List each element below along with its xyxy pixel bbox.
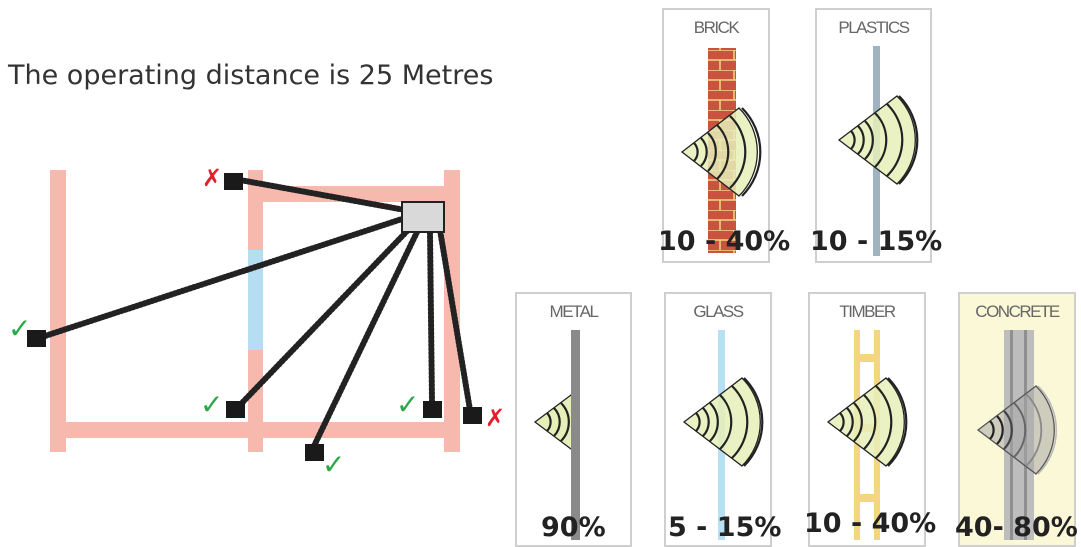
check-mark: ✓ [396,388,419,421]
cross-mark: ✗ [202,164,222,192]
concrete-illustration [976,330,1058,540]
material-label-metal: METAL [549,302,599,321]
window-pane [248,250,263,350]
brick-illustration [680,48,762,253]
receiver-outer-right [463,407,482,424]
material-label-brick: BRICK [693,18,740,37]
check-mark: ✓ [200,388,223,421]
metal-illustration [533,330,580,540]
signal-path [437,227,473,413]
attenuation-brick: 10 - 40% [658,226,791,257]
attenuation-metal: 90% [541,512,606,543]
signal-wave-icon [976,385,1055,475]
floor-plan: ✗ ✓ ✓ ✓ ✓ ✗ [8,164,505,481]
receiver-top [224,173,243,190]
material-panel-concrete: CONCRETE [958,292,1076,547]
signal-path [311,227,421,449]
signal-path [427,229,435,405]
material-label-glass: GLASS [693,302,744,321]
wall-bottom [50,422,460,438]
attenuation-concrete: 40- 80% [955,512,1078,543]
material-panel-plastics: PLASTICS [815,8,932,263]
signal-wave-icon [826,377,905,467]
attenuation-plastics: 10 - 15% [810,226,943,257]
signal-path [237,177,408,213]
cross-mark: ✗ [485,404,505,432]
attenuation-timber: 10 - 40% [804,508,937,539]
check-mark: ✓ [322,448,345,481]
wall-left-outer [50,170,66,452]
receiver-middle [226,401,245,418]
material-panel-brick: BRICK [662,8,770,263]
signal-paths [42,177,473,449]
attenuation-glass: 5 - 15% [668,512,782,543]
receiver-bottom [305,444,324,461]
check-mark: ✓ [8,312,31,345]
material-panel-metal: METAL [515,292,632,547]
glass-illustration [682,330,764,540]
plastics-illustration [837,46,919,256]
material-panel-glass: GLASS [664,292,772,547]
signal-path [237,225,413,408]
signal-wave-icon [680,107,758,197]
transmitter-unit [401,201,445,233]
receiver-inner-right [423,401,442,418]
page-title: The operating distance is 25 Metres [8,60,494,91]
material-panel-timber: TIMBER [808,292,926,547]
material-label-timber: TIMBER [839,302,896,321]
receiver-left [27,330,46,347]
metal-sheet [571,330,580,540]
material-label-concrete: CONCRETE [975,302,1060,321]
signal-path [42,215,408,339]
timber-illustration [826,330,908,540]
material-label-plastics: PLASTICS [838,18,910,37]
